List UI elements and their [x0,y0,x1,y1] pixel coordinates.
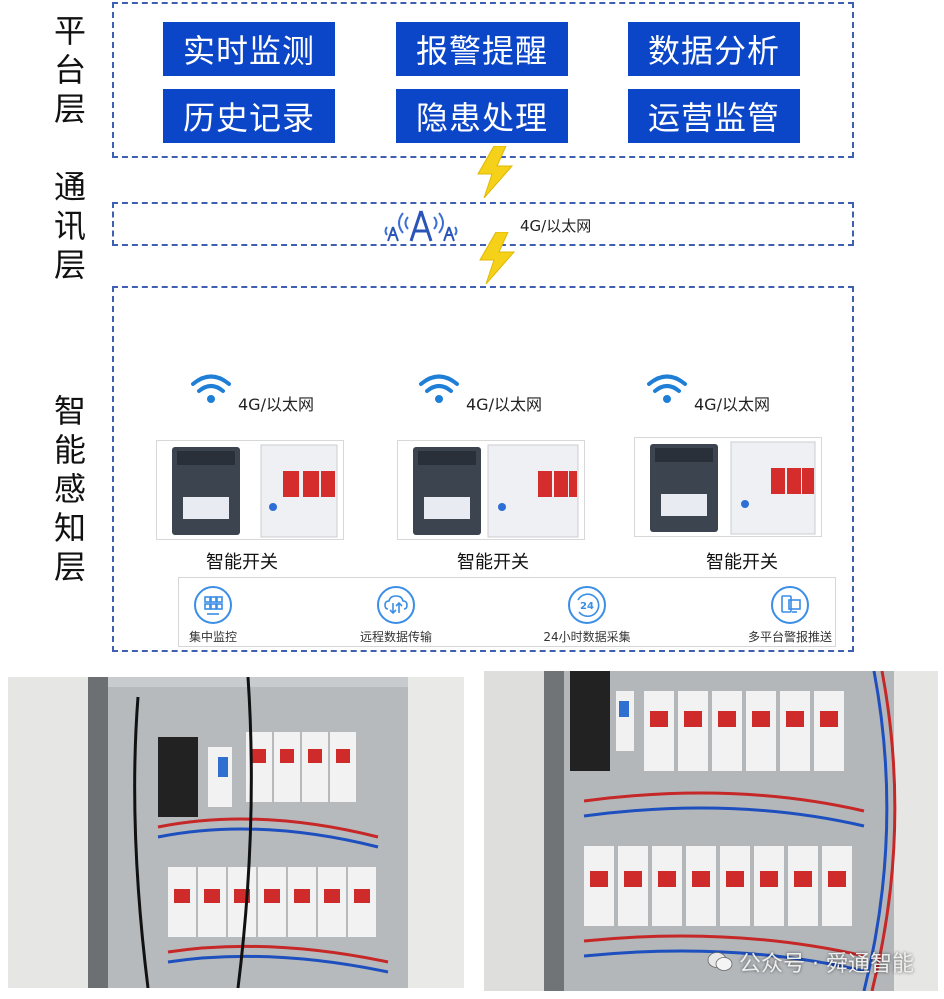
smart-switch-device-image [397,440,585,540]
communication-layer-box [112,202,854,246]
wifi-icon [647,374,687,403]
cloud-transfer-icon [377,586,415,624]
antenna-tower-icon [384,210,458,242]
smart-switch-device-image [156,440,344,540]
cabinet-photo-right [484,671,938,991]
clock-24h-icon: 24 [568,586,606,624]
feature-label: 24小时数据采集 [543,630,631,644]
feature-remote-data-transfer: 远程数据传输 [351,586,441,645]
lightning-bolt-icon [477,146,514,198]
feature-label: 多平台警报推送 [747,630,832,644]
feature-multi-platform-alarm-push: 多平台警报推送 [745,586,835,645]
watermark-text: 公众号 · 舜通智能 [739,952,914,977]
function-hazard-handling[interactable]: 隐患处理 [396,89,568,143]
monitor-grid-icon [194,586,232,624]
device-caption: 智能开关 [706,552,778,573]
communication-layer-label: 通讯层 [44,168,96,285]
device-network-label: 4G/以太网 [238,395,314,414]
clock-24h-text: 24 [580,601,594,612]
feature-centralized-monitoring: 集中监控 [183,586,243,645]
function-history-record[interactable]: 历史记录 [163,89,335,143]
platform-layer-box [112,2,854,158]
communication-layer-text: 通讯层 [53,168,86,284]
platform-layer-label: 平台层 [44,12,96,129]
device-network-label: 4G/以太网 [694,395,770,414]
perception-layer-box [112,286,854,652]
communication-network-label: 4G/以太网 [520,217,592,235]
smart-switch-device-image [634,437,822,537]
function-alarm-reminder[interactable]: 报警提醒 [396,22,568,76]
cabinet-photo-left [8,677,464,988]
platform-layer-text: 平台层 [53,12,86,128]
feature-24h-data-collection: 24 24小时数据采集 [537,586,637,645]
function-data-analysis[interactable]: 数据分析 [628,22,800,76]
function-operation-supervision[interactable]: 运营监管 [628,89,800,143]
function-realtime-monitoring[interactable]: 实时监测 [163,22,335,76]
watermark: 公众号 · 舜通智能 [707,946,914,978]
perception-layer-label: 智能感知层 [44,392,96,587]
device-network-label: 4G/以太网 [466,395,542,414]
multi-device-icon [771,586,809,624]
perception-layer-text: 智能感知层 [53,392,86,586]
feature-strip: 集中监控 远程数据传输 24 24小时数据采集 [178,577,836,647]
wifi-icon [191,374,231,403]
wifi-icon [419,374,459,403]
feature-label: 集中监控 [188,630,237,644]
device-caption: 智能开关 [206,552,278,573]
device-caption: 智能开关 [457,552,529,573]
feature-label: 远程数据传输 [359,630,432,644]
lightning-bolt-icon [479,232,516,284]
wechat-icon [707,952,733,971]
